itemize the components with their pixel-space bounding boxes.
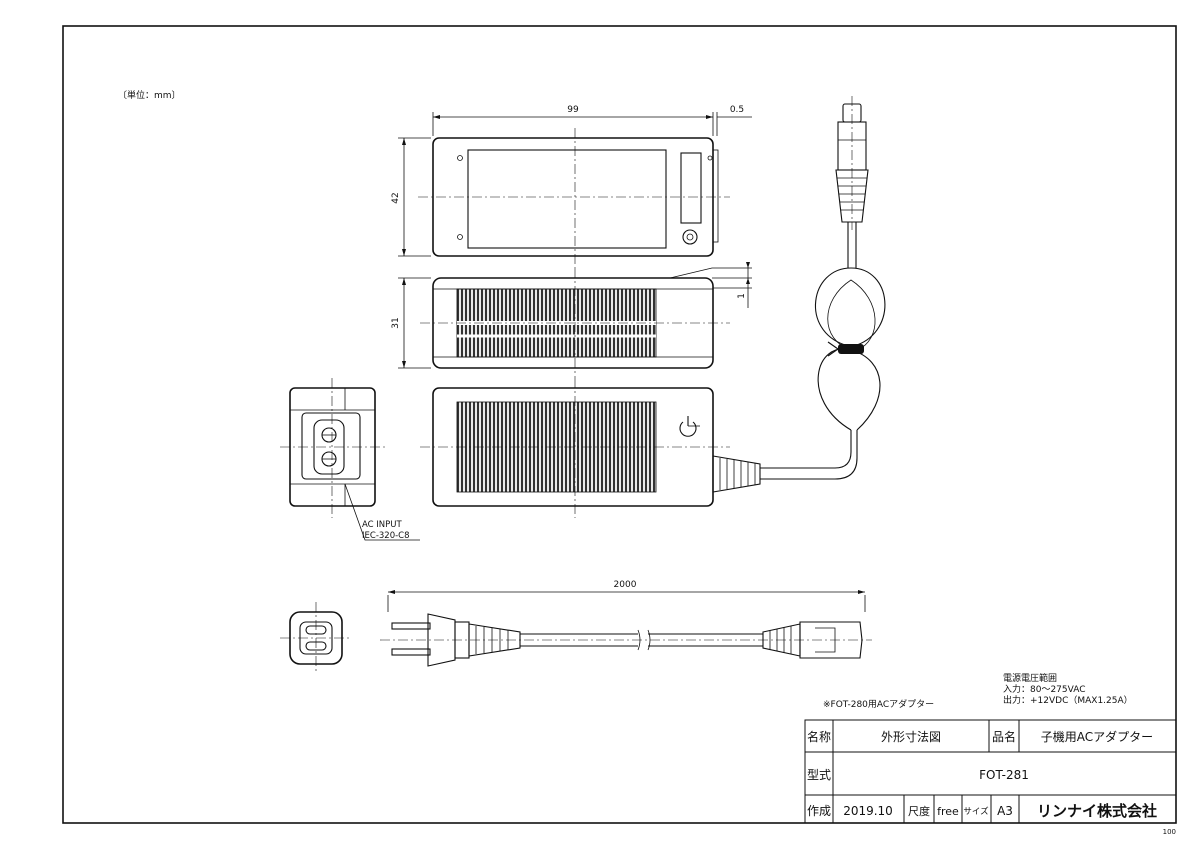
tb-size-value: A3 [997, 804, 1013, 818]
c8-connector-end-view [280, 602, 352, 674]
tb-name-value: 外形寸法図 [881, 730, 941, 744]
dimension-width: 99 0.5 [432, 105, 752, 136]
dimension-offset-label: 1 [737, 293, 747, 299]
dimension-cord-length: 2000 [387, 580, 866, 612]
dimension-height-top: 42 [391, 137, 431, 257]
ac-inlet-end-view [280, 378, 385, 518]
dimension-height-side-label: 31 [391, 317, 401, 328]
title-block: 名称 外形寸法図 品名 子機用ACアダプター 型式 FOT-281 作成 201… [804, 719, 1177, 824]
tb-product-value: 子機用ACアダプター [1041, 729, 1153, 744]
adapter-side-view [420, 267, 752, 378]
tb-scale-label: 尺度 [908, 804, 930, 818]
dimension-gap-label: 0.5 [730, 105, 744, 115]
spec-input: 入力：80～275VAC [1003, 683, 1086, 695]
dimension-height-side: 31 [391, 277, 431, 369]
unit-note: 〔単位：mm〕 [118, 89, 181, 101]
tb-scale-value: free [937, 805, 959, 818]
drawing-frame [62, 25, 1177, 824]
dc-plug [835, 96, 869, 230]
tb-name-label: 名称 [807, 729, 831, 744]
tb-model-value: FOT-281 [979, 768, 1029, 782]
tb-company: リンナイ株式会社 [1037, 802, 1157, 820]
tb-model-label: 型式 [807, 768, 831, 782]
dimension-offset: 1 [737, 262, 750, 308]
tb-size-label: サイズ [963, 806, 989, 817]
dimension-cord-length-label: 2000 [614, 580, 637, 590]
page-corner-number: 100 [1163, 828, 1176, 836]
ac-input-label: AC INPUT [362, 520, 403, 530]
spec-output: 出力：+12VDC（MAX1.25A） [1003, 694, 1133, 706]
tb-product-label: 品名 [992, 729, 1016, 744]
tb-created-label: 作成 [807, 804, 831, 818]
twist-tie [827, 341, 864, 357]
cable-strain-relief [712, 455, 761, 493]
iec-label: IEC-320-C8 [362, 531, 410, 541]
fot280-note: ※FOT-280用ACアダプター [823, 698, 934, 710]
dimension-height-top-label: 42 [391, 192, 401, 203]
adapter-bottom-view [420, 378, 761, 518]
dimension-width-label: 99 [567, 105, 579, 115]
tb-created-value: 2019.10 [843, 804, 893, 818]
spec-title: 電源電圧範囲 [1003, 672, 1057, 684]
ac-cord [380, 613, 872, 667]
adapter-top-view [418, 128, 730, 268]
dc-cable [760, 222, 886, 480]
power-icon [679, 416, 700, 437]
